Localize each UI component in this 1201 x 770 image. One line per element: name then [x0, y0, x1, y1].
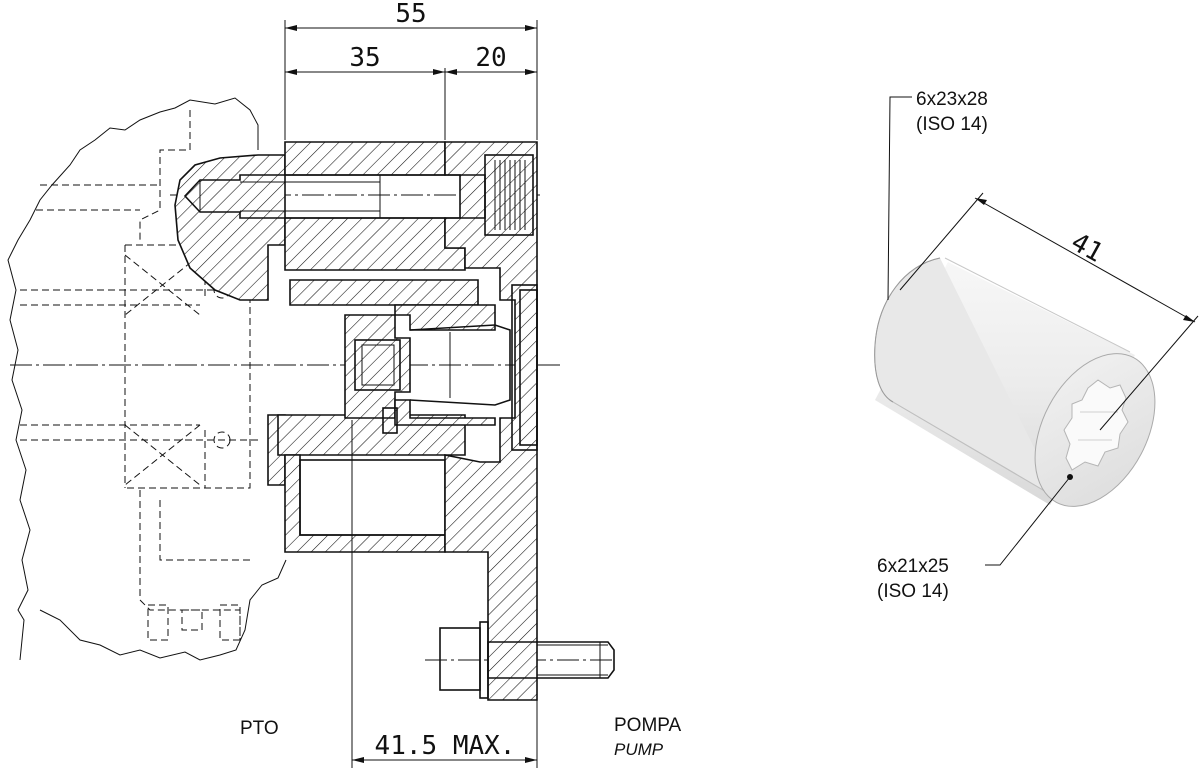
bottom-dimension	[351, 420, 538, 768]
label-pump: PUMP	[614, 740, 664, 759]
spline-top-size: 6x23x28	[916, 89, 988, 110]
pto-flange-section	[174, 154, 286, 486]
top-dimensions	[284, 20, 538, 140]
coupling-3d-view	[874, 96, 1199, 566]
spline-top-standard: (ISO 14)	[916, 114, 988, 135]
dimension-right-segment: 20	[475, 43, 506, 73]
dimension-left-segment: 35	[349, 43, 380, 73]
label-pompa: POMPA	[614, 715, 682, 736]
lower-bolt	[439, 621, 615, 699]
label-pto: PTO	[240, 718, 279, 739]
adapter-body-section	[277, 141, 479, 553]
upper-bolt	[183, 154, 534, 236]
spline-bottom-size: 6x21x25	[877, 556, 949, 577]
dimension-max: 41.5 MAX.	[375, 731, 516, 761]
dimension-shaft-length: 41	[1066, 227, 1108, 268]
spline-bottom-standard: (ISO 14)	[877, 581, 949, 602]
dimension-overall: 55	[395, 0, 426, 29]
coupling-sleeve-section	[344, 304, 511, 434]
